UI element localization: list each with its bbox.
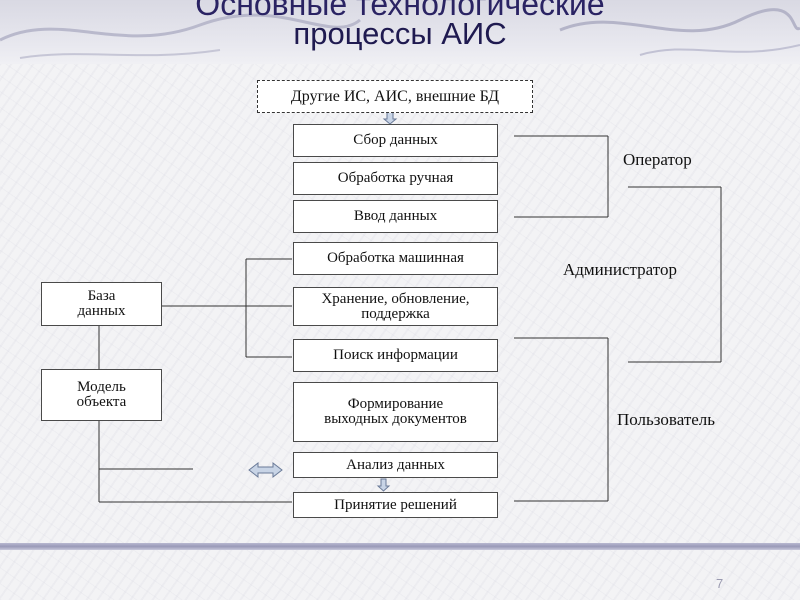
external-sources-box: Другие ИС, АИС, внешние БД <box>257 80 533 113</box>
footer-stripe <box>0 543 800 550</box>
header-band <box>0 0 800 64</box>
slide-title-line2: процессы АИС <box>293 16 507 51</box>
manual-processing-box: Обработка ручная <box>293 162 498 195</box>
decorative-swirls <box>0 8 800 59</box>
data-input-box: Ввод данных <box>293 200 498 233</box>
operator-label: Оператор <box>623 150 692 169</box>
collection-box: Сбор данных <box>293 124 498 157</box>
slide-title-line1: Основные технологические <box>195 0 605 22</box>
database-box: База данных <box>41 282 162 326</box>
down-arrow-icon <box>382 111 398 125</box>
page-number: 7 <box>716 576 724 591</box>
output-docs-box: Формирование выходных документов <box>293 382 498 442</box>
analysis-box: Анализ данных <box>293 452 498 478</box>
object-model-box: Модель объекта <box>41 369 162 421</box>
administrator-label: Администратор <box>563 260 677 279</box>
search-box: Поиск информации <box>293 339 498 372</box>
decisions-box: Принятие решений <box>293 492 498 518</box>
double-arrow-icon <box>248 461 283 479</box>
down-arrow-icon-2 <box>376 478 391 492</box>
user-label: Пользователь <box>617 410 716 429</box>
storage-box: Хранение, обновление, поддержка <box>293 287 498 326</box>
machine-processing-box: Обработка машинная <box>293 242 498 275</box>
